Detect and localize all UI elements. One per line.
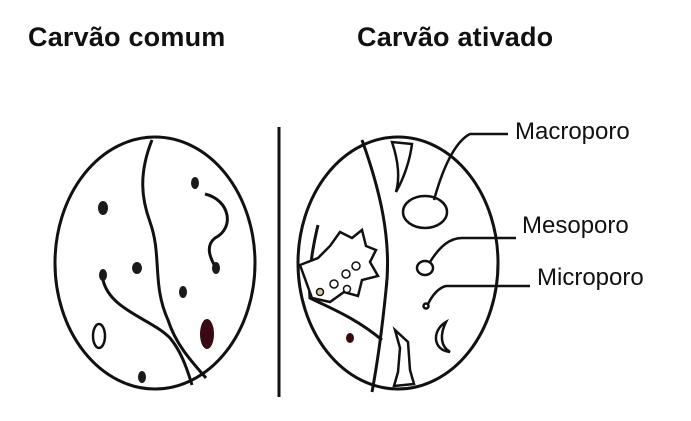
pore-dot	[179, 286, 187, 298]
leader-mesoporo	[430, 238, 516, 262]
pore-dot	[212, 262, 220, 274]
common-charcoal-particle	[55, 137, 255, 389]
pore-dot	[99, 269, 107, 281]
pore-dot-dark	[346, 333, 354, 343]
particle-outline-left	[55, 137, 255, 389]
label-microporo: Microporo	[537, 264, 644, 292]
macropore	[403, 196, 447, 228]
pore-dot-large	[200, 319, 214, 349]
leader-lines	[428, 134, 530, 304]
macropore-slit	[392, 142, 412, 192]
crescent-pore	[436, 322, 450, 352]
leader-microporo	[428, 286, 530, 304]
pore-network	[300, 230, 378, 302]
pore-ring	[93, 324, 105, 348]
pore-dot	[132, 262, 142, 274]
pore-dot	[98, 201, 108, 215]
label-mesoporo: Mesoporo	[522, 212, 629, 240]
pore-dot	[138, 371, 146, 383]
pore-dot	[191, 177, 199, 189]
crack-line	[205, 194, 227, 268]
label-macroporo: Macroporo	[515, 118, 630, 146]
channel-pore	[394, 330, 414, 386]
crack-line	[103, 280, 192, 385]
leader-macroporo	[434, 134, 508, 200]
micropore	[424, 304, 429, 309]
mesopore	[417, 261, 433, 275]
